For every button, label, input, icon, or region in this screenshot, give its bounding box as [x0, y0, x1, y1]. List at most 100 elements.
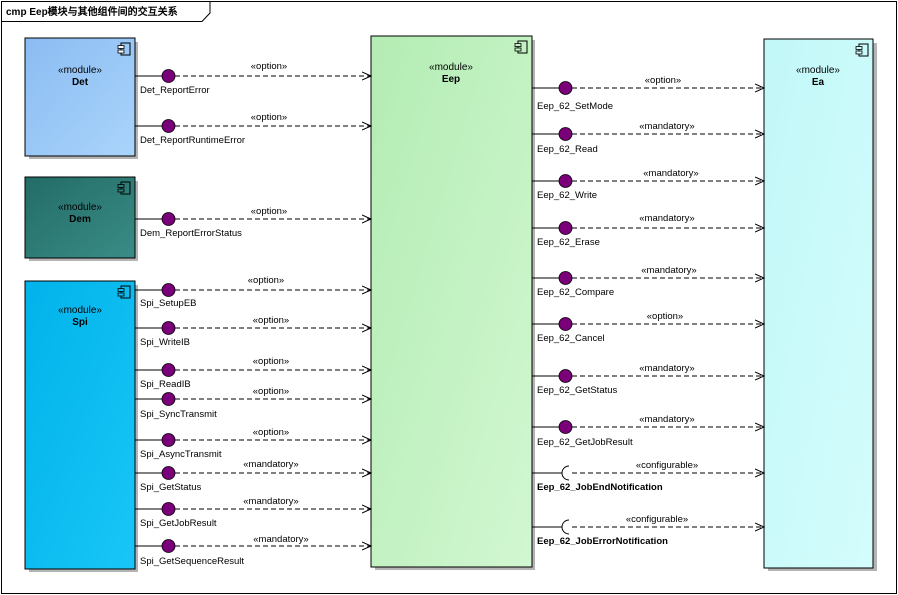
- interface-eep-read[interactable]: «mandatory» Eep_62_Read: [532, 121, 764, 155]
- component-icon: [117, 181, 131, 195]
- interface-label: Eep_62_GetStatus: [537, 385, 618, 396]
- component-icon: [514, 40, 528, 54]
- interface-eep-getjobresult[interactable]: «mandatory» Eep_62_GetJobResult: [532, 414, 764, 448]
- provided-interface-icon: [161, 502, 176, 516]
- module-name: Dem: [69, 214, 91, 225]
- provided-interface-icon: [161, 539, 176, 553]
- interface-label: Eep_62_Cancel: [537, 333, 605, 344]
- interface-spi-getsequenceresult[interactable]: «mandatory» Spi_GetSequenceResult: [135, 534, 371, 567]
- module-name: Ea: [812, 77, 825, 88]
- interface-label: Dem_ReportErrorStatus: [140, 228, 242, 239]
- module-stereotype: «module»: [58, 305, 102, 316]
- interface-label: Det_ReportError: [140, 85, 210, 96]
- interface-eep-joberrornotification[interactable]: «configurable» Eep_62_JobErrorNotificati…: [532, 514, 764, 547]
- module-det[interactable]: «module» Det: [24, 37, 138, 159]
- dependency-stereotype: «mandatory»: [639, 121, 694, 132]
- interface-label: Eep_62_Write: [537, 190, 597, 201]
- interface-label: Spi_SyncTransmit: [140, 409, 217, 420]
- interface-eep-compare[interactable]: «mandatory» Eep_62_Compare: [532, 265, 764, 298]
- interface-label: Spi_GetJobResult: [140, 518, 217, 529]
- dependency-stereotype: «option»: [253, 315, 289, 326]
- dependency-stereotype: «mandatory»: [243, 496, 298, 507]
- interface-eep-write[interactable]: «mandatory» Eep_62_Write: [532, 168, 764, 201]
- dependency-stereotype: «mandatory»: [639, 213, 694, 224]
- interface-dem-reporterrorstatus[interactable]: «option» Dem_ReportErrorStatus: [135, 206, 371, 239]
- dependency-stereotype: «option»: [253, 356, 289, 367]
- provided-interface-icon: [558, 369, 573, 383]
- interface-eep-erase[interactable]: «mandatory» Eep_62_Erase: [532, 213, 764, 248]
- dependency-stereotype: «mandatory»: [243, 459, 298, 470]
- provided-interface-icon: [161, 321, 176, 335]
- provided-interface-icon: [161, 392, 176, 406]
- provided-interface-icon: [558, 81, 573, 95]
- dependency-stereotype: «option»: [253, 386, 289, 397]
- interface-label: Spi_SetupEB: [140, 298, 197, 309]
- right-interfaces: «option» Eep_62_SetMode «mandatory» Eep_…: [532, 75, 764, 547]
- dependency-stereotype: «configurable»: [636, 460, 698, 471]
- interface-spi-synctransmit[interactable]: «option» Spi_SyncTransmit: [135, 386, 371, 420]
- provided-interface-icon: [161, 283, 176, 297]
- dependency-stereotype: «option»: [251, 61, 287, 72]
- required-interface-icon: [561, 465, 570, 481]
- module-dem[interactable]: «module» Dem: [24, 176, 138, 261]
- module-name: Spi: [72, 317, 88, 328]
- interface-label: Eep_62_Erase: [537, 237, 600, 248]
- module-stereotype: «module»: [58, 65, 102, 76]
- dependency-stereotype: «option»: [645, 75, 681, 86]
- interface-eep-getstatus[interactable]: «mandatory» Eep_62_GetStatus: [532, 363, 764, 396]
- interface-spi-setupeb[interactable]: «option» Spi_SetupEB: [135, 275, 371, 309]
- dependency-stereotype: «mandatory»: [643, 168, 698, 179]
- interface-spi-asynctransmit[interactable]: «option» Spi_AsyncTransmit: [135, 427, 371, 460]
- provided-interface-icon: [161, 69, 176, 83]
- interface-label: Eep_62_JobErrorNotification: [537, 536, 668, 547]
- module-stereotype: «module»: [796, 65, 840, 76]
- module-spi[interactable]: «module» Spi: [24, 280, 138, 572]
- dependency-stereotype: «mandatory»: [641, 265, 696, 276]
- provided-interface-icon: [161, 363, 176, 377]
- interface-eep-setmode[interactable]: «option» Eep_62_SetMode: [532, 75, 764, 112]
- frame-title: cmp Eep模块与其他组件间的交互关系: [6, 5, 178, 18]
- interface-spi-readib[interactable]: «option» Spi_ReadIB: [135, 356, 371, 390]
- dependency-stereotype: «mandatory»: [253, 534, 308, 545]
- interface-label: Eep_62_GetJobResult: [537, 437, 633, 448]
- module-stereotype: «module»: [58, 202, 102, 213]
- dependency-stereotype: «option»: [251, 206, 287, 217]
- interface-eep-cancel[interactable]: «option» Eep_62_Cancel: [532, 311, 764, 344]
- interface-label: Det_ReportRuntimeError: [140, 135, 245, 146]
- provided-interface-icon: [558, 420, 573, 434]
- interface-label: Spi_GetSequenceResult: [140, 556, 244, 567]
- left-interfaces: «option» Det_ReportError «option» Det_Re…: [135, 61, 371, 567]
- module-name: Eep: [442, 74, 460, 85]
- interface-spi-getstatus[interactable]: «mandatory» Spi_GetStatus: [135, 459, 371, 493]
- dependency-stereotype: «option»: [248, 275, 284, 286]
- dependency-stereotype: «mandatory»: [639, 414, 694, 425]
- interface-label: Eep_62_JobEndNotification: [537, 482, 663, 493]
- provided-interface-icon: [558, 271, 573, 285]
- interface-label: Spi_AsyncTransmit: [140, 449, 222, 460]
- module-ea[interactable]: «module» Ea: [763, 38, 877, 571]
- dependency-stereotype: «option»: [647, 311, 683, 322]
- component-icon: [117, 285, 131, 299]
- interface-label: Eep_62_Compare: [537, 287, 614, 298]
- required-interface-icon: [561, 519, 570, 535]
- interface-det-reporterror[interactable]: «option» Det_ReportError: [135, 61, 371, 96]
- interface-det-reportruntimeerror[interactable]: «option» Det_ReportRuntimeError: [135, 112, 371, 146]
- interface-spi-getjobresult[interactable]: «mandatory» Spi_GetJobResult: [135, 496, 371, 529]
- provided-interface-icon: [161, 466, 176, 480]
- dependency-stereotype: «configurable»: [626, 514, 688, 525]
- provided-interface-icon: [558, 317, 573, 331]
- module-stereotype: «module»: [429, 62, 473, 73]
- provided-interface-icon: [558, 127, 573, 141]
- module-eep[interactable]: «module» Eep: [370, 35, 535, 570]
- component-icon: [855, 43, 869, 57]
- provided-interface-icon: [161, 433, 176, 447]
- dependency-stereotype: «option»: [253, 427, 289, 438]
- interface-eep-jobendnotification[interactable]: «configurable» Eep_62_JobEndNotification: [532, 460, 764, 493]
- interface-spi-writeib[interactable]: «option» Spi_WriteIB: [135, 315, 371, 348]
- interface-label: Spi_GetStatus: [140, 482, 202, 493]
- provided-interface-icon: [558, 174, 573, 188]
- component-icon: [117, 42, 131, 56]
- dependency-stereotype: «option»: [251, 112, 287, 123]
